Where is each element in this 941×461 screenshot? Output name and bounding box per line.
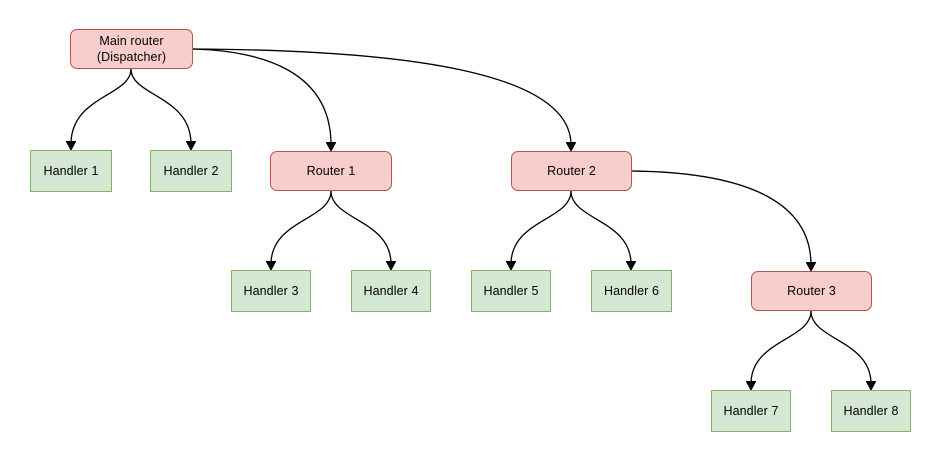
edge-main-to-handler-2 bbox=[130, 68, 197, 151]
node-router-3[interactable]: Router 3 bbox=[751, 271, 872, 311]
edge-router-1-to-handler-4 bbox=[330, 190, 397, 271]
edge-router-2-to-handler-5-arrowhead bbox=[505, 261, 517, 271]
node-handler-8[interactable]: Handler 8 bbox=[831, 390, 911, 432]
edge-router-3-to-handler-7-arrowhead bbox=[745, 381, 757, 391]
edge-main-to-handler-1-line bbox=[70, 68, 132, 145]
edge-router-1-to-handler-4-arrowhead bbox=[385, 261, 397, 271]
edge-main-to-router-1-arrowhead bbox=[325, 142, 337, 152]
edge-main-to-router-2-line bbox=[192, 48, 572, 146]
edge-main-to-router-2 bbox=[192, 48, 577, 152]
edge-router-2-to-handler-5 bbox=[505, 190, 572, 271]
node-handler-2[interactable]: Handler 2 bbox=[150, 150, 232, 192]
node-handler-7[interactable]: Handler 7 bbox=[711, 390, 791, 432]
edge-router-2-to-handler-6-line bbox=[570, 190, 632, 265]
edge-main-to-router-2-arrowhead bbox=[565, 142, 577, 152]
node-handler-5[interactable]: Handler 5 bbox=[471, 270, 551, 312]
edge-router-2-to-handler-6-arrowhead bbox=[625, 261, 637, 271]
edge-router-2-to-router-3 bbox=[631, 170, 817, 272]
node-handler-4[interactable]: Handler 4 bbox=[351, 270, 431, 312]
edge-main-to-handler-1-arrowhead bbox=[65, 141, 77, 151]
edge-router-2-to-router-3-arrowhead bbox=[805, 262, 817, 272]
node-handler-6[interactable]: Handler 6 bbox=[591, 270, 672, 312]
edge-main-to-router-1 bbox=[192, 48, 337, 152]
node-handler-3[interactable]: Handler 3 bbox=[231, 270, 311, 312]
edge-router-3-to-handler-8 bbox=[810, 310, 877, 391]
edge-main-to-handler-2-line bbox=[130, 68, 192, 145]
edge-main-to-router-1-line bbox=[192, 48, 332, 146]
edge-router-2-to-handler-5-line bbox=[510, 190, 572, 265]
node-handler-1[interactable]: Handler 1 bbox=[30, 150, 112, 192]
edge-router-3-to-handler-7 bbox=[745, 310, 812, 391]
edge-main-to-handler-2-arrowhead bbox=[185, 141, 197, 151]
edge-router-2-to-router-3-line bbox=[631, 170, 812, 266]
edge-router-1-to-handler-3 bbox=[265, 190, 332, 271]
node-main-router[interactable]: Main router (Dispatcher) bbox=[70, 29, 193, 69]
edge-router-1-to-handler-3-line bbox=[270, 190, 332, 265]
edge-main-to-handler-1 bbox=[65, 68, 132, 151]
node-router-2[interactable]: Router 2 bbox=[511, 151, 632, 191]
edge-router-3-to-handler-8-line bbox=[810, 310, 872, 385]
edge-router-3-to-handler-8-arrowhead bbox=[865, 381, 877, 391]
edge-router-1-to-handler-3-arrowhead bbox=[265, 261, 277, 271]
edge-router-1-to-handler-4-line bbox=[330, 190, 392, 265]
node-router-1[interactable]: Router 1 bbox=[270, 151, 392, 191]
edge-router-2-to-handler-6 bbox=[570, 190, 637, 271]
edge-router-3-to-handler-7-line bbox=[750, 310, 812, 385]
